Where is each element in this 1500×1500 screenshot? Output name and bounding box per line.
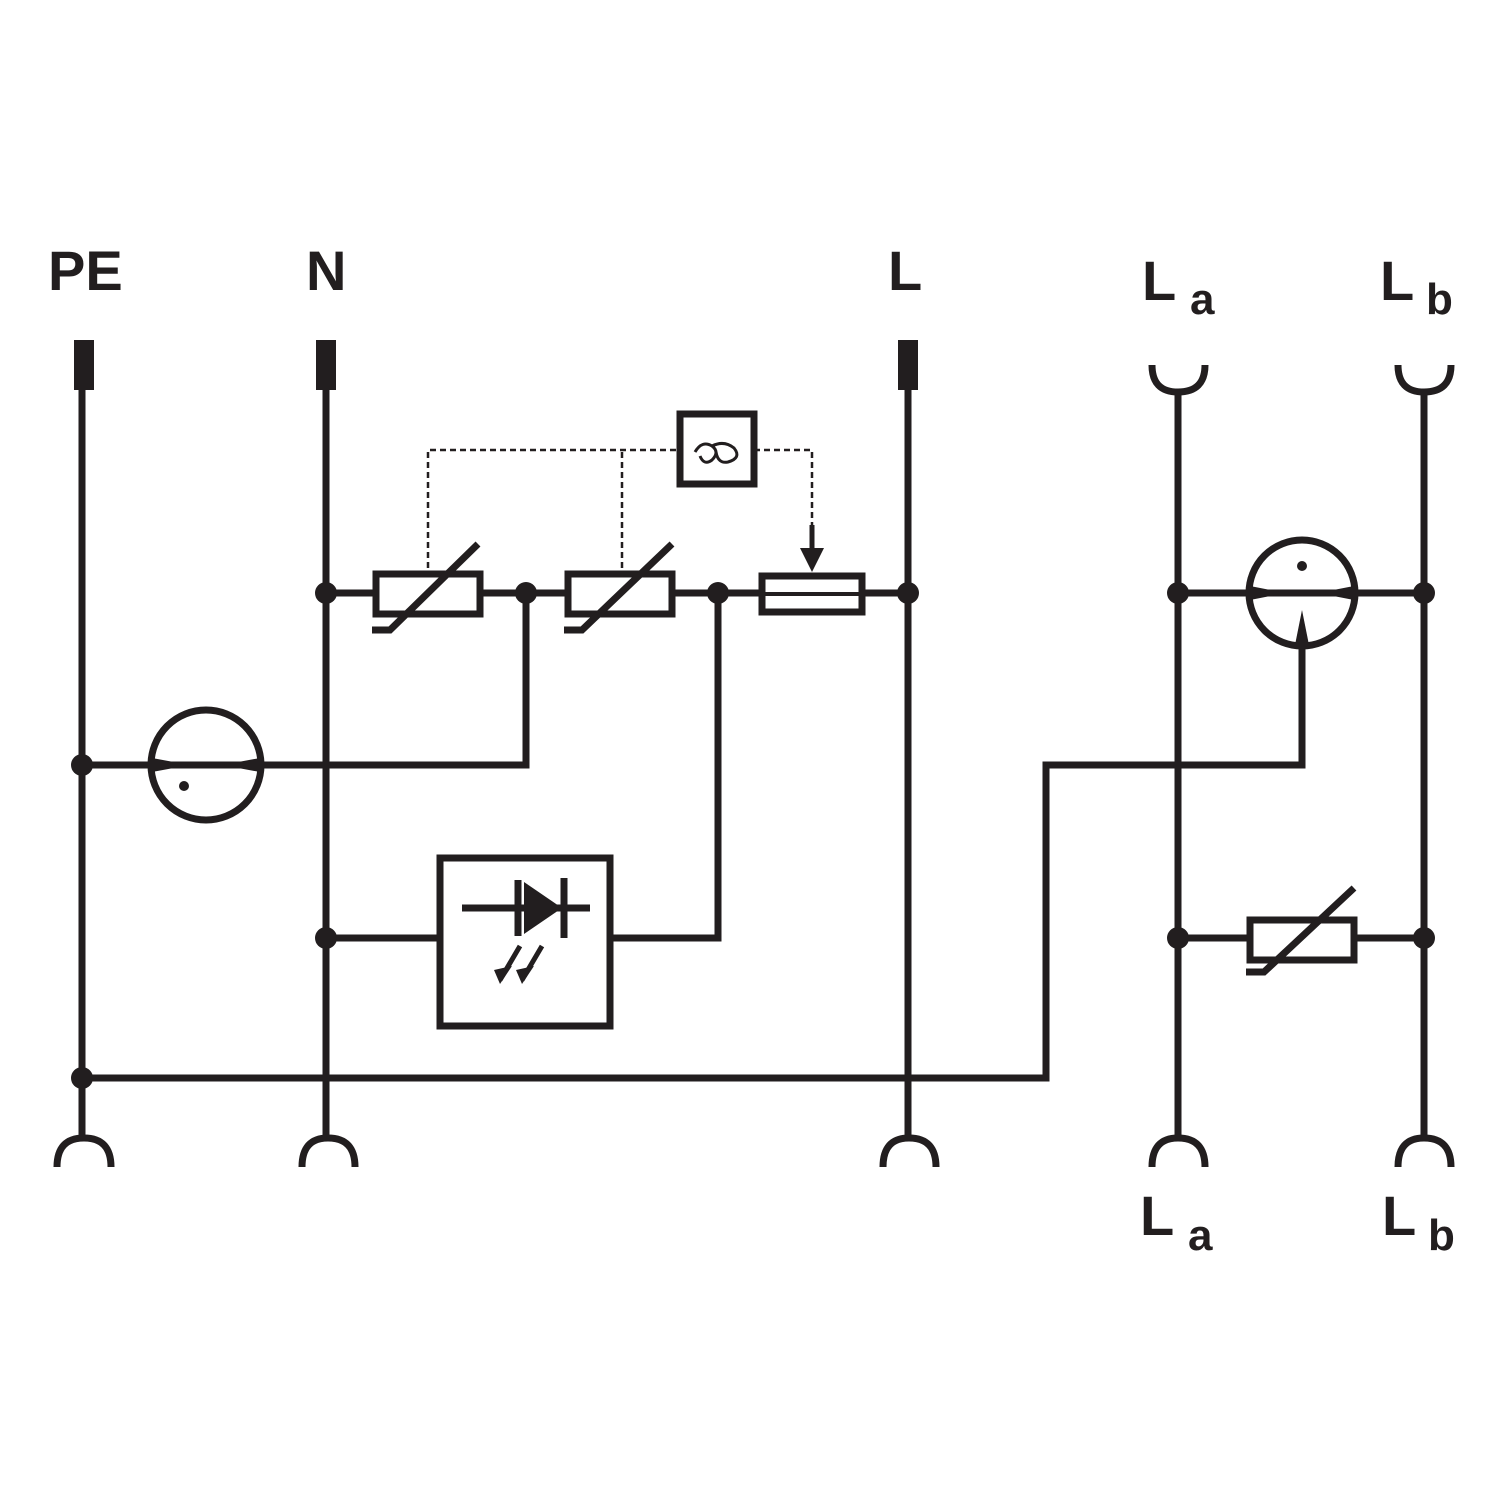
socket-pe-bottom: [53, 1134, 115, 1168]
pin-pe-top: [74, 340, 94, 390]
svg-text:b: b: [1428, 1211, 1455, 1260]
gdt3-left-electrode-icon: [1250, 586, 1286, 600]
label-l: L: [888, 239, 922, 302]
socket-l-bottom: [879, 1134, 940, 1168]
gdt-right-electrode-icon: [222, 758, 260, 772]
dash-monitor-right: [754, 448, 814, 525]
pin-n-top: [316, 340, 336, 390]
gdt-gas-dot-icon: [179, 781, 189, 791]
svg-text:L: L: [1140, 1184, 1174, 1247]
fuse-trigger-arrow-icon: [800, 548, 824, 572]
junction-dot: [897, 582, 919, 604]
wire-led-right: [610, 593, 722, 942]
wire-gdt-branch: [82, 593, 530, 769]
gdt-left-electrode-icon: [152, 758, 190, 772]
gas-discharge-tube-3-electrode: [1245, 536, 1359, 650]
varistor-la-lb-slash-icon: [1246, 885, 1357, 976]
svg-text:a: a: [1188, 1211, 1213, 1260]
led-indicator-block: [436, 854, 614, 1030]
wire-pe-bus: [82, 640, 1306, 1082]
label-la-bottom: L a: [1140, 1184, 1213, 1260]
socket-la-top: [1148, 364, 1209, 396]
gdt3-bottom-electrode-icon: [1295, 610, 1309, 645]
socket-lb-top: [1394, 364, 1455, 396]
junction-dot: [515, 582, 537, 604]
junction-dot: [1167, 582, 1189, 604]
svg-text:L: L: [1380, 249, 1414, 312]
gdt3-right-electrode-icon: [1318, 586, 1354, 600]
diode-triangle-icon: [524, 882, 562, 934]
label-n: N: [306, 239, 346, 302]
socket-n-bottom: [298, 1134, 359, 1168]
label-lb-bottom: L b: [1382, 1184, 1455, 1260]
junction-dot: [1167, 927, 1189, 949]
label-lb-top: L b: [1380, 249, 1453, 324]
varistor-2: [564, 541, 676, 634]
label-pe: PE: [48, 239, 123, 302]
dash-monitor-left: [426, 448, 680, 568]
junction-dot: [71, 754, 93, 776]
varistor-1: [372, 541, 484, 634]
thermal-monitor-box: [676, 410, 758, 488]
varistor-1-slash-icon: [372, 541, 481, 634]
junction-dots: [71, 582, 1435, 1089]
thermal-symbol-icon: [693, 441, 739, 464]
junction-dot: [71, 1067, 93, 1089]
svg-text:b: b: [1426, 275, 1453, 324]
socket-lb-bottom: [1394, 1134, 1455, 1168]
varistor-la-lb: [1246, 885, 1358, 976]
svg-text:a: a: [1190, 275, 1215, 324]
junction-dot: [707, 582, 729, 604]
junction-dot: [1413, 927, 1435, 949]
gas-discharge-tube-pe-n: [147, 706, 265, 824]
svg-text:L: L: [1142, 249, 1176, 312]
label-la-top: L a: [1142, 249, 1215, 324]
thermal-fuse: [758, 525, 866, 616]
svg-text:L: L: [1382, 1184, 1416, 1247]
socket-la-bottom: [1148, 1134, 1209, 1168]
junction-dot: [315, 582, 337, 604]
gdt3-gas-dot-icon: [1297, 561, 1307, 571]
pin-l-top: [898, 340, 918, 390]
junction-dot: [315, 927, 337, 949]
junction-dot: [1413, 582, 1435, 604]
varistor-2-slash-icon: [564, 541, 675, 634]
